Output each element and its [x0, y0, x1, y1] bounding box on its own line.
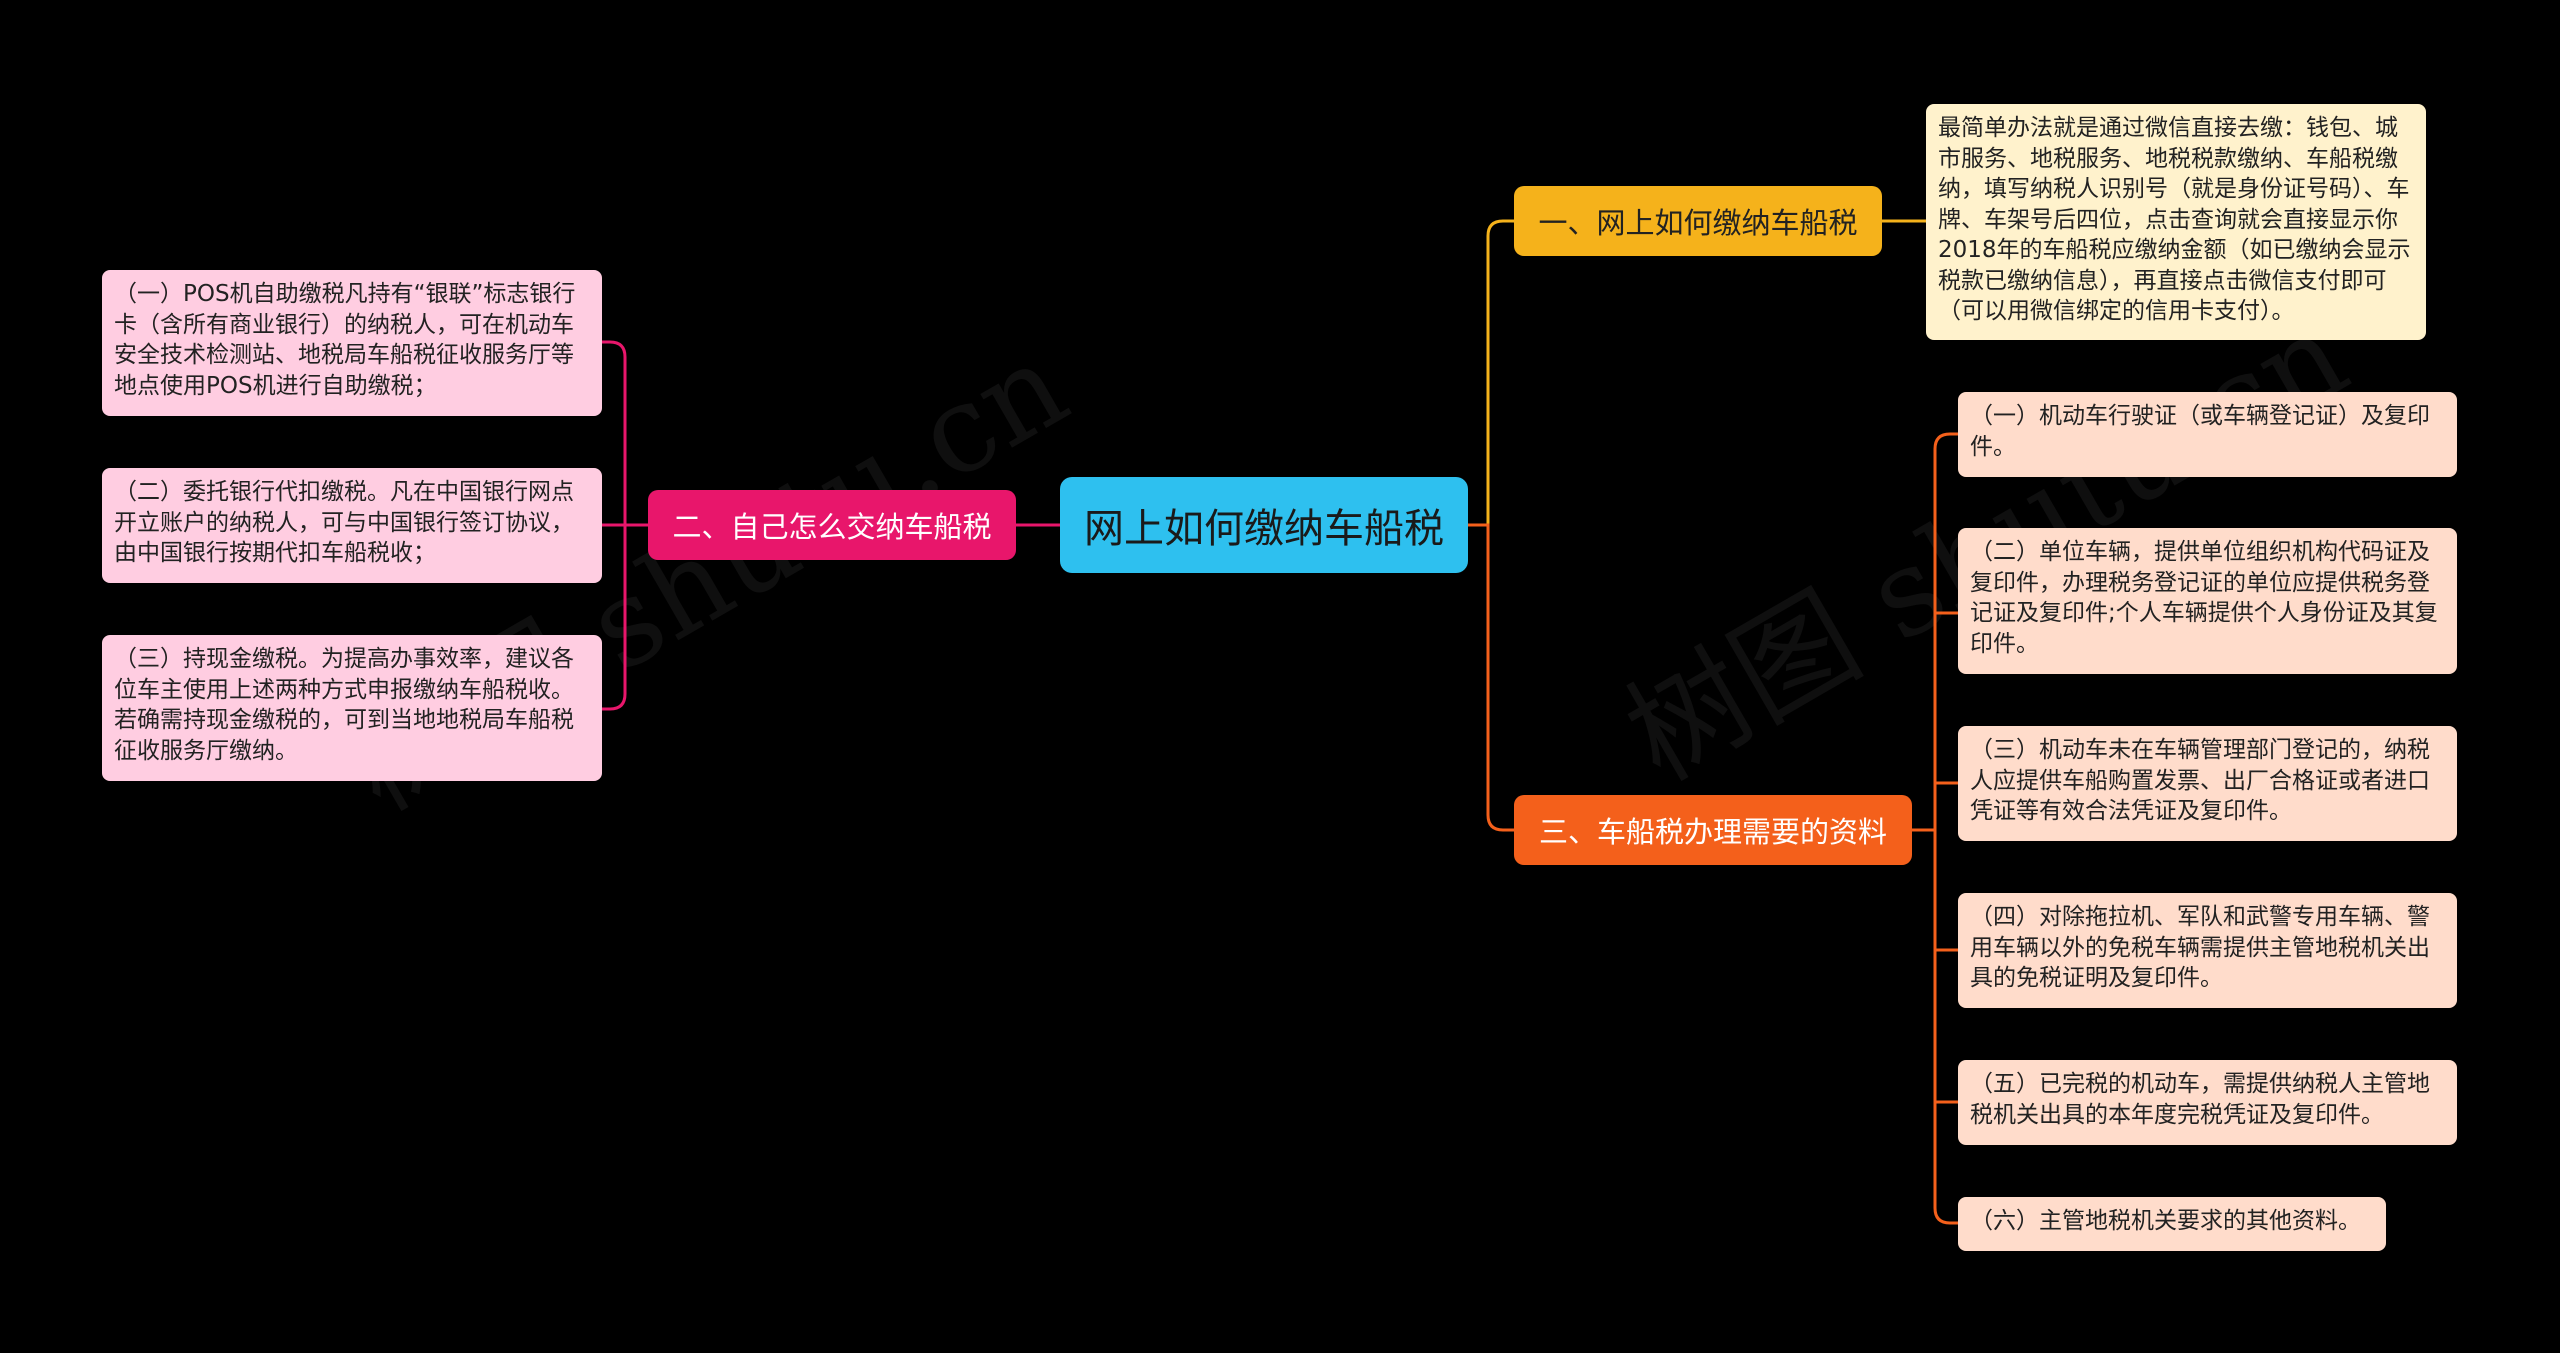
link-root-branch1 [1468, 219, 1514, 527]
branch-required-documents[interactable]: 三、车船税办理需要的资料 [1514, 795, 1912, 865]
leaf-cash-payment[interactable]: （三）持现金缴税。为提高办事效率，建议各位车主使用上述两种方式申报缴纳车船税收。… [102, 635, 602, 781]
root-node[interactable]: 网上如何缴纳车船税 [1060, 477, 1468, 573]
leaf-pos-payment[interactable]: （一）POS机自助缴税凡持有“银联”标志银行卡（含所有商业银行）的纳税人，可在机… [102, 270, 602, 416]
branch-online-payment[interactable]: 一、网上如何缴纳车船税 [1514, 186, 1882, 256]
link-branch2-leaves [602, 340, 648, 711]
branch-self-payment[interactable]: 二、自己怎么交纳车船税 [648, 490, 1016, 560]
leaf-document-1[interactable]: （一）机动车行驶证（或车辆登记证）及复印件。 [1958, 392, 2457, 477]
leaf-document-6[interactable]: （六）主管地税机关要求的其他资料。 [1958, 1197, 2386, 1251]
leaf-document-5[interactable]: （五）已完税的机动车，需提供纳税人主管地税机关出具的本年度完税凭证及复印件。 [1958, 1060, 2457, 1145]
leaf-bank-deduction[interactable]: （二）委托银行代扣缴税。凡在中国银行网点开立账户的纳税人，可与中国银行签订协议，… [102, 468, 602, 583]
leaf-wechat-payment[interactable]: 最简单办法就是通过微信直接去缴：钱包、城市服务、地税服务、地税税款缴纳、车船税缴… [1926, 104, 2426, 340]
leaf-document-4[interactable]: （四）对除拖拉机、军队和武警专用车辆、警用车辆以外的免税车辆需提供主管地税机关出… [1958, 893, 2457, 1008]
leaf-document-2[interactable]: （二）单位车辆，提供单位组织机构代码证及复印件，办理税务登记证的单位应提供税务登… [1958, 528, 2457, 674]
link-root-branch3 [1468, 523, 1514, 832]
leaf-document-3[interactable]: （三）机动车未在车辆管理部门登记的，纳税人应提供车船购置发票、出厂合格证或者进口… [1958, 726, 2457, 841]
link-branch3-leaves [1912, 432, 1958, 1225]
